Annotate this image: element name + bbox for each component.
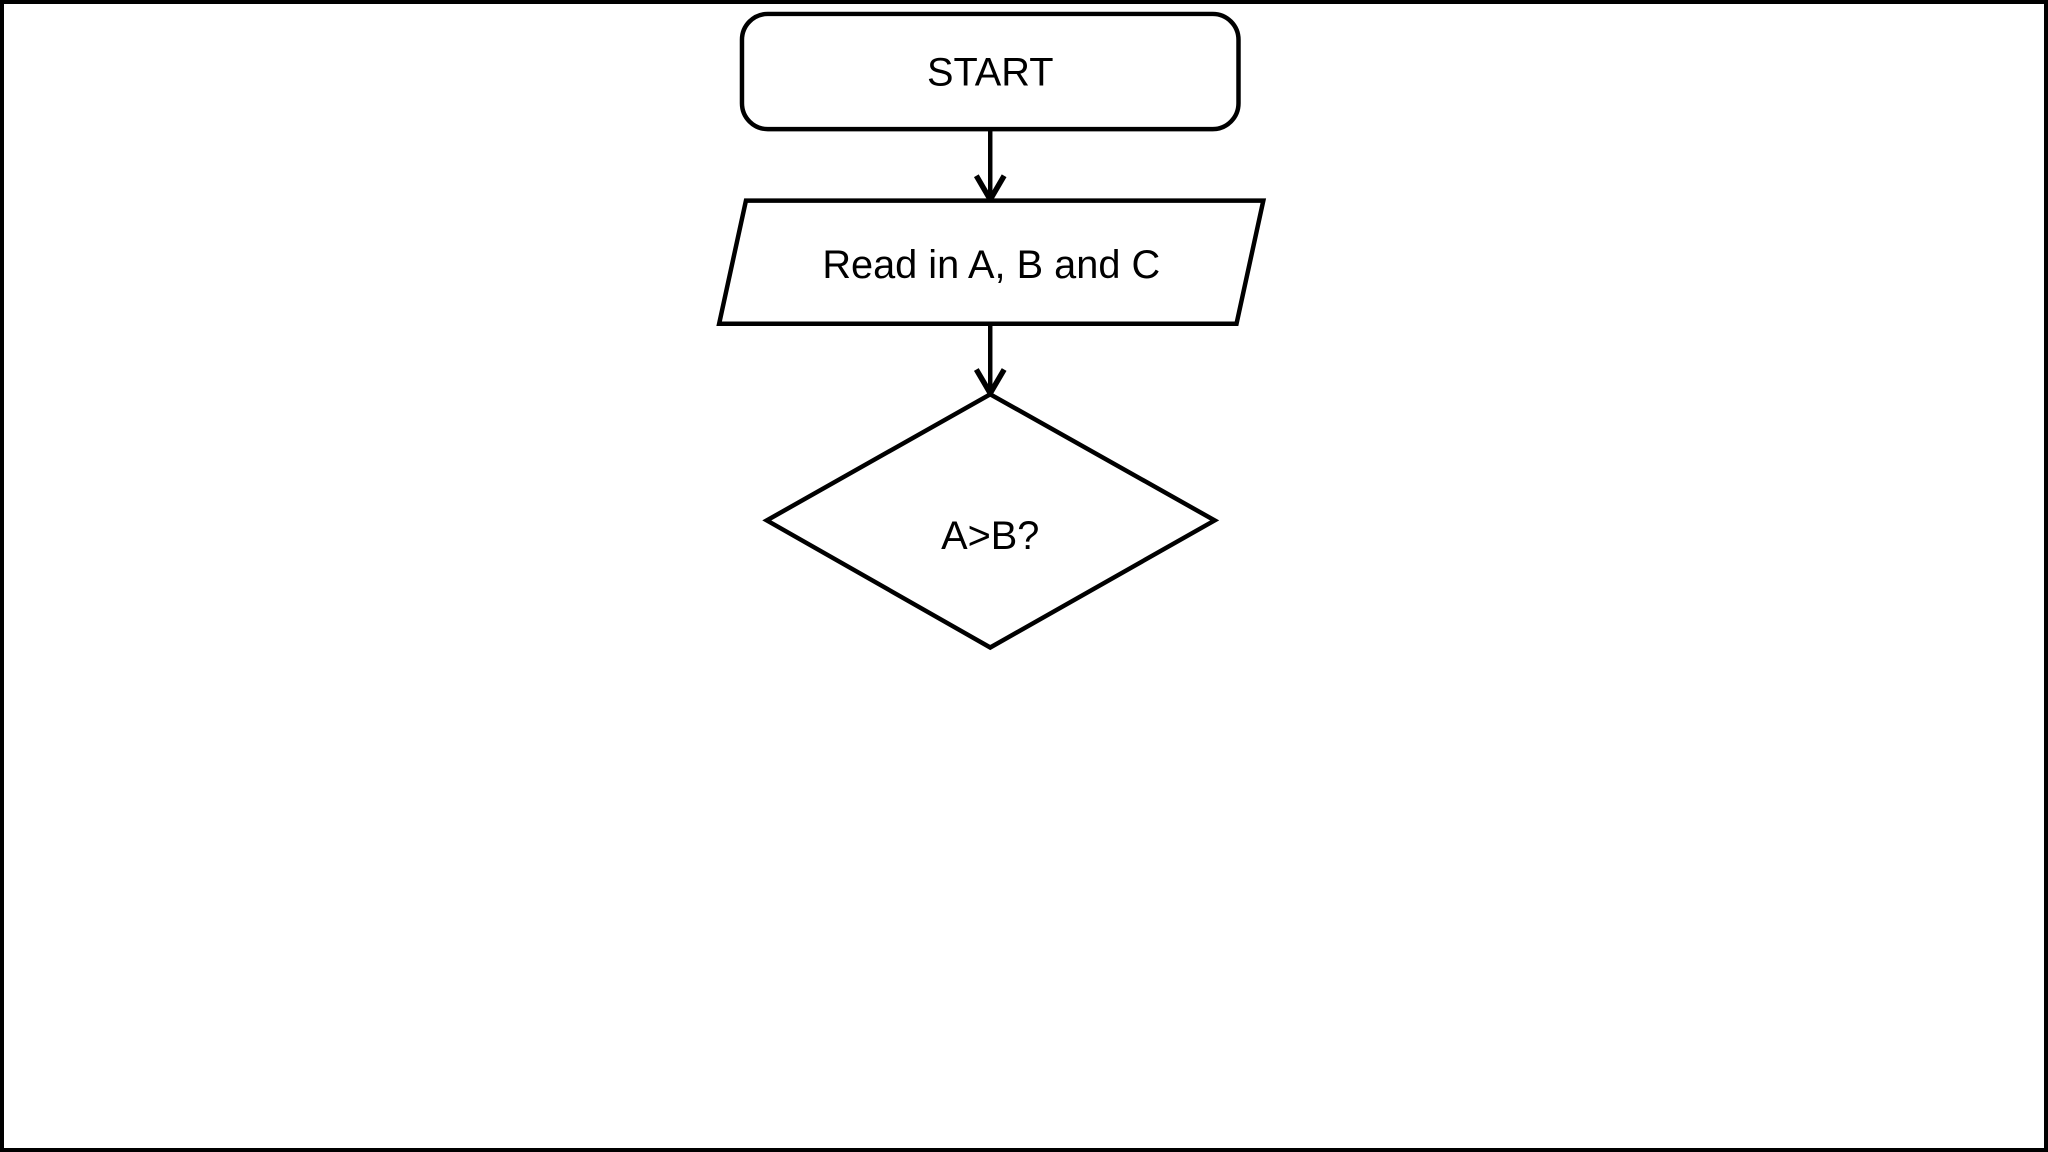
read-label: Read in A, B and C	[822, 243, 1160, 287]
decision-diamond-shape	[762, 391, 1220, 651]
start-label: START	[927, 50, 1054, 94]
flowchart-drawing: START Read in A, B and C A>B?	[716, 11, 1267, 651]
io-parallelogram-shape	[716, 198, 1267, 326]
node-read-io: Read in A, B and C	[716, 198, 1267, 326]
decision-label: A>B?	[941, 514, 1039, 558]
node-start-terminator: START	[739, 11, 1241, 132]
connector-read-to-decision	[973, 323, 1007, 399]
node-decision-diamond: A>B?	[762, 391, 1220, 651]
connector-start-to-read	[973, 129, 1007, 206]
